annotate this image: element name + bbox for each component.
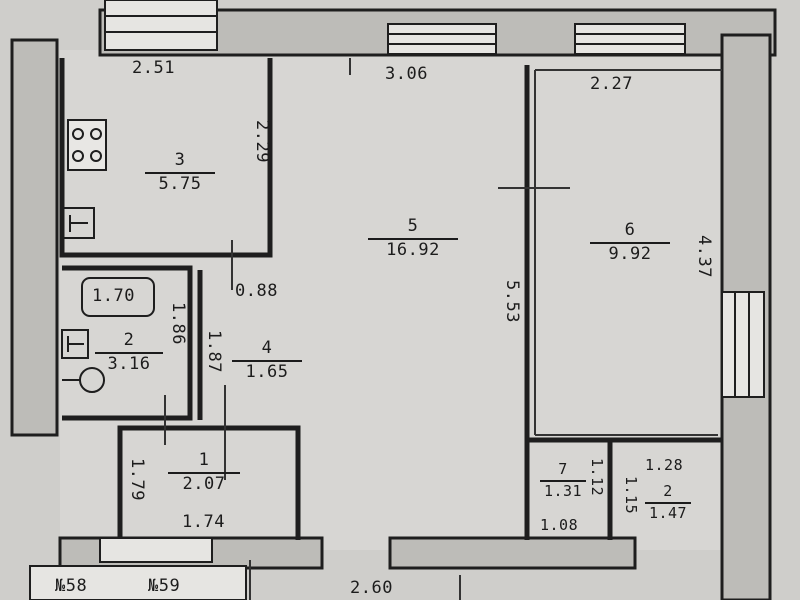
- room-4-number: 4: [261, 338, 273, 358]
- dim-closet7-side: 1.12: [588, 458, 606, 497]
- room-3-area: 5.75: [158, 173, 202, 194]
- room-3-label: 3 5.75: [145, 150, 215, 194]
- room-6-label: 6 9.92: [590, 220, 670, 264]
- window-right: [721, 291, 765, 398]
- wall-bottom-right: [388, 536, 637, 570]
- dim-corridor-top: 0.88: [235, 281, 278, 301]
- room-5-number: 5: [407, 216, 419, 236]
- washbasin-icon: [61, 329, 89, 359]
- room-5-label: 5 16.92: [368, 216, 458, 260]
- dim-corridor-side: 1.87: [204, 330, 224, 373]
- room-7-number: 7: [558, 460, 568, 478]
- room-4-area: 1.65: [245, 361, 289, 382]
- dim-closet2-top: 1.28: [645, 456, 684, 474]
- room-2-label: 2 3.16: [95, 330, 163, 374]
- dim-bottom: 2.60: [350, 578, 393, 598]
- room-2-number: 2: [123, 330, 135, 350]
- dim-room6-side: 4.37: [694, 235, 714, 278]
- bathroom-partition: [62, 265, 193, 421]
- kitchen-partition: [59, 58, 273, 258]
- room-6-number: 6: [624, 220, 636, 240]
- room-1-label: 1 2.07: [168, 450, 240, 494]
- partitions: [59, 58, 722, 540]
- dim-room5-top: 3.06: [385, 64, 428, 84]
- room-7-area: 1.31: [543, 481, 583, 500]
- hall-partition: [117, 425, 301, 540]
- thin-lines: [164, 58, 722, 600]
- room-6-area: 9.92: [608, 243, 652, 264]
- stove-icon: [67, 119, 107, 171]
- room-1-area: 2.07: [182, 473, 226, 494]
- dim-closet7-bottom: 1.08: [540, 516, 579, 534]
- room-7-label: 7 1.31: [540, 460, 586, 500]
- bathtub-icon: [81, 277, 155, 317]
- wall-left: [10, 38, 59, 437]
- window-1: [104, 0, 218, 51]
- neighbor-label-left: №58: [55, 576, 88, 596]
- dim-bath-side: 1.86: [168, 302, 188, 345]
- closet-2-label: 2 1.47: [645, 482, 691, 522]
- room-4-label: 4 1.65: [232, 338, 302, 382]
- dim-bath-box: 1.70: [92, 286, 135, 306]
- neighbor-label-right: №59: [148, 576, 181, 596]
- bottom-openings: [29, 537, 247, 600]
- dim-kitchen-side: 2.29: [252, 120, 272, 163]
- room-3-number: 3: [174, 150, 186, 170]
- dim-hall-bottom: 1.74: [182, 512, 225, 532]
- room-1-number: 1: [198, 450, 210, 470]
- toilet-icon: [62, 367, 105, 393]
- window-lines: [105, 15, 685, 45]
- interior-area: [60, 50, 750, 550]
- sink-icon: [61, 207, 95, 239]
- dim-closet2-side: 1.15: [622, 476, 640, 515]
- dim-kitchen-top: 2.51: [132, 58, 175, 78]
- closet-2-area: 1.47: [648, 503, 688, 522]
- window-2: [387, 23, 497, 55]
- room-2-area: 3.16: [107, 353, 151, 374]
- dim-hall-side: 1.79: [127, 458, 147, 501]
- window-3: [574, 23, 686, 55]
- windows-top: [104, 0, 686, 55]
- closet-2-number: 2: [663, 482, 673, 500]
- dim-room6-top: 2.27: [590, 74, 633, 94]
- dim-room5-side: 5.53: [502, 280, 522, 323]
- room-5-area: 16.92: [386, 239, 440, 260]
